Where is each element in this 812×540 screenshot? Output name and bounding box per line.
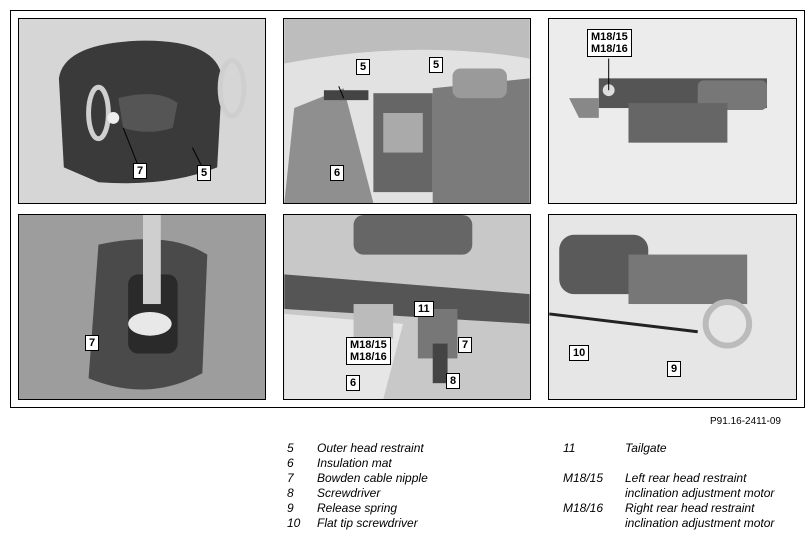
legend-desc: Screwdriver: [317, 486, 381, 500]
panel-spring-release: 10 9: [548, 214, 797, 400]
panel-tailgate: 11 M18/15 M18/16 7 6 8: [283, 214, 531, 400]
callout-10: 10: [569, 345, 590, 361]
callout-7: 7: [458, 337, 473, 353]
legend-item: 7 Bowden cable nipple: [287, 471, 547, 486]
legend-desc: inclination adjustment motor: [625, 516, 775, 530]
legend-desc: Right rear head restraint: [625, 501, 755, 515]
legend-item-continued: inclination adjustment motor: [563, 486, 803, 501]
legend-key: M18/15: [563, 471, 604, 485]
legend-key: 7: [287, 471, 294, 485]
tailgate-illustration: [284, 215, 530, 399]
legend-item: 9 Release spring: [287, 501, 547, 516]
legend-key: 6: [287, 456, 294, 470]
callout-6: 6: [346, 375, 361, 391]
legend-desc: Left rear head restraint: [625, 471, 747, 485]
callout-m18-16: M18/16: [350, 351, 387, 363]
figure-reference: P91.16-2411-09: [710, 416, 781, 427]
legend-desc: inclination adjustment motor: [625, 486, 775, 500]
legend-desc: Flat tip screwdriver: [317, 516, 418, 530]
panel-rear-seat: 5 5 6: [283, 18, 531, 204]
callout-9: 9: [667, 361, 682, 377]
motor-assembly-illustration: [569, 58, 767, 143]
legend-key: 8: [287, 486, 294, 500]
legend-item: 11 Tailgate: [563, 441, 803, 456]
panel-cable-nipple: 7: [18, 214, 266, 400]
rear-seat-illustration: [284, 19, 530, 203]
cable-nipple-illustration: [88, 215, 208, 390]
callout-5-left: 5: [356, 59, 371, 75]
legend-item-continued: inclination adjustment motor: [563, 516, 803, 531]
legend-desc: Bowden cable nipple: [317, 471, 428, 485]
legend-key: 5: [287, 441, 294, 455]
legend-item: M18/15 Left rear head restraint: [563, 471, 803, 486]
legend-right: 11 Tailgate M18/15 Left rear head restrain…: [563, 441, 803, 531]
callout-m18-15: M18/15: [350, 339, 387, 351]
legend-item: M18/16 Right rear head restraint: [563, 501, 803, 516]
legend-desc: Release spring: [317, 501, 398, 515]
callout-8: 8: [446, 373, 461, 389]
legend-item: 10 Flat tip screwdriver: [287, 516, 547, 531]
callout-5: 5: [197, 165, 212, 181]
legend-desc: Outer head restraint: [317, 441, 424, 455]
head-restraint-illustration: [58, 40, 247, 184]
legend-key: 11: [563, 441, 576, 455]
callout-7: 7: [85, 335, 100, 351]
callout-motors: M18/15 M18/16: [587, 29, 632, 57]
callout-motors: M18/15 M18/16: [346, 337, 391, 365]
legend-desc: Insulation mat: [317, 456, 392, 470]
callout-7: 7: [133, 163, 148, 179]
legend-item: 5 Outer head restraint: [287, 441, 547, 456]
callout-6: 6: [330, 165, 345, 181]
callout-m18-16: M18/16: [591, 43, 628, 55]
legend-key: 9: [287, 501, 294, 515]
legend-left: 5 Outer head restraint 6 Insulation mat 7 B…: [287, 441, 547, 531]
legend-desc: Tailgate: [625, 441, 667, 455]
callout-m18-15: M18/15: [591, 31, 628, 43]
legend-key: M18/16: [563, 501, 604, 515]
spring-release-illustration: [549, 234, 753, 349]
legend-item: 8 Screwdriver: [287, 486, 547, 501]
callout-5-right: 5: [429, 57, 444, 73]
panel-motor-assembly: M18/15 M18/16: [548, 18, 797, 204]
callout-11: 11: [414, 301, 434, 317]
legend-key: 10: [287, 516, 301, 530]
legend-item: 6 Insulation mat: [287, 456, 547, 471]
panel-head-restraint: 7 5: [18, 18, 266, 204]
